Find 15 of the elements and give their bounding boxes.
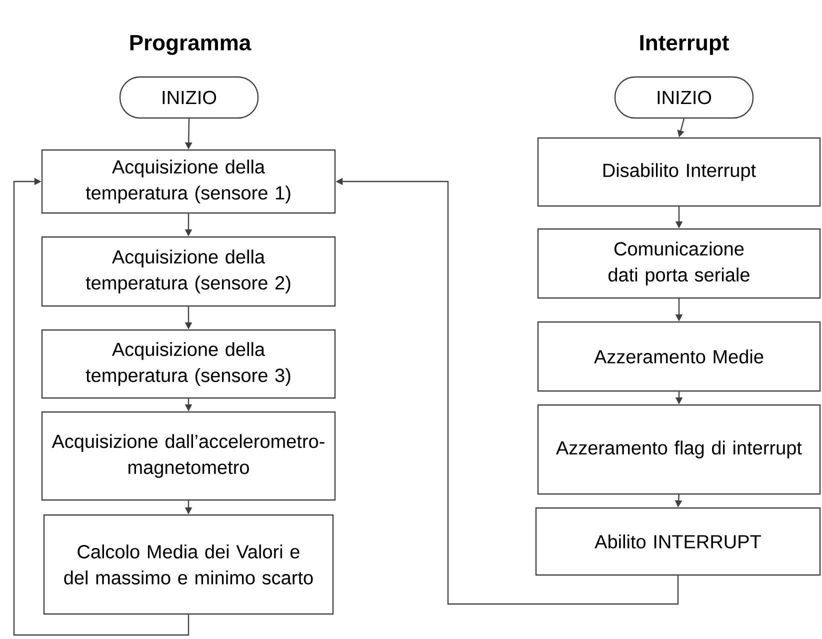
- process-box: Acquisizione della temperatura (sensore 1): [41, 149, 336, 214]
- start-terminal: INIZIO: [119, 76, 259, 119]
- process-box: Azzeramento Medie: [537, 321, 821, 392]
- process-box: Acquisizione dall’accelerometro-magnetometro: [41, 411, 336, 501]
- process-box: Disabilito Interrupt: [537, 137, 821, 207]
- process-box: Acquisizione della temperatura (sensore 3): [41, 329, 336, 399]
- column-heading: Interrupt: [640, 35, 729, 55]
- process-box: Comunicazione dati porta seriale: [537, 228, 821, 299]
- start-terminal: INIZIO: [614, 76, 754, 119]
- process-box: Azzeramento flag di interrupt: [537, 404, 821, 495]
- arrow: [13, 178, 190, 636]
- process-box: Abilito INTERRUPT: [535, 507, 821, 576]
- process-box: Acquisizione della temperatura (sensore 2): [41, 236, 336, 307]
- column-heading: Programma: [130, 35, 252, 55]
- process-box: Calcolo Media dei Valori e del massimo e minimo scarto: [43, 514, 334, 615]
